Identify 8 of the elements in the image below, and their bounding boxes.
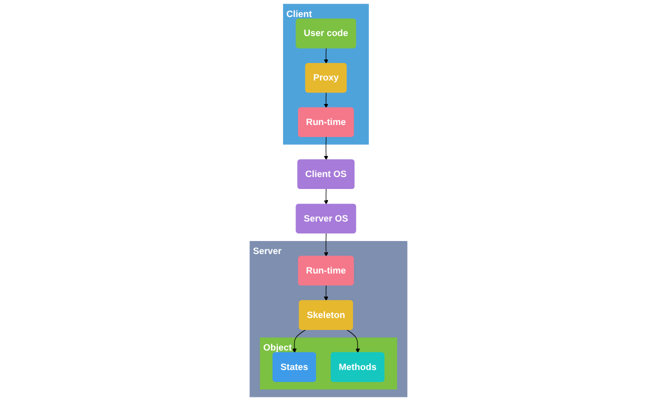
arrow [292, 330, 306, 353]
arrow [324, 285, 328, 301]
arrow [324, 48, 328, 64]
arrow [324, 92, 328, 108]
arrow [324, 188, 328, 205]
arrow [324, 233, 328, 257]
arrow [346, 330, 360, 353]
arrow [324, 136, 328, 160]
